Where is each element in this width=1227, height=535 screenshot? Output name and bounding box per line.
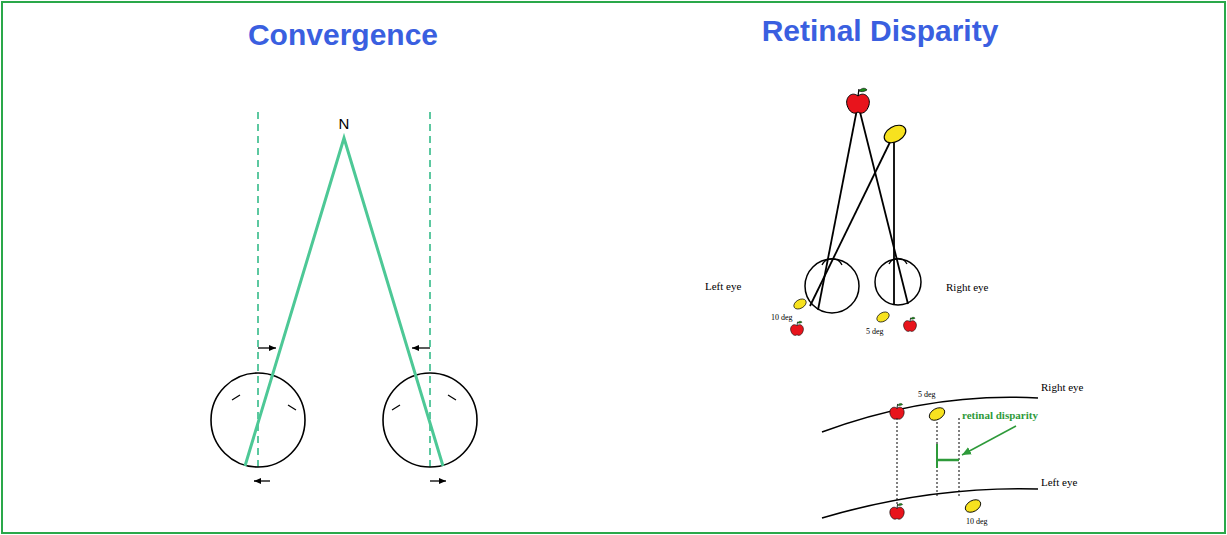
- eye-label: Left eye: [705, 280, 741, 293]
- angle-label: 10 deg: [771, 313, 793, 322]
- angle-label: 5 deg: [866, 327, 884, 336]
- panel-title: Convergence: [248, 18, 438, 53]
- angle-label: 10 deg: [966, 517, 988, 526]
- point-label: N: [339, 115, 350, 132]
- panel-title: Retinal Disparity: [762, 14, 999, 49]
- disparity-label: retinal disparity: [962, 409, 1038, 422]
- eye-label: Left eye: [1041, 476, 1077, 489]
- angle-label: 5 deg: [918, 390, 936, 399]
- eye-label: Right eye: [946, 281, 988, 294]
- eye-label: Right eye: [1041, 381, 1083, 394]
